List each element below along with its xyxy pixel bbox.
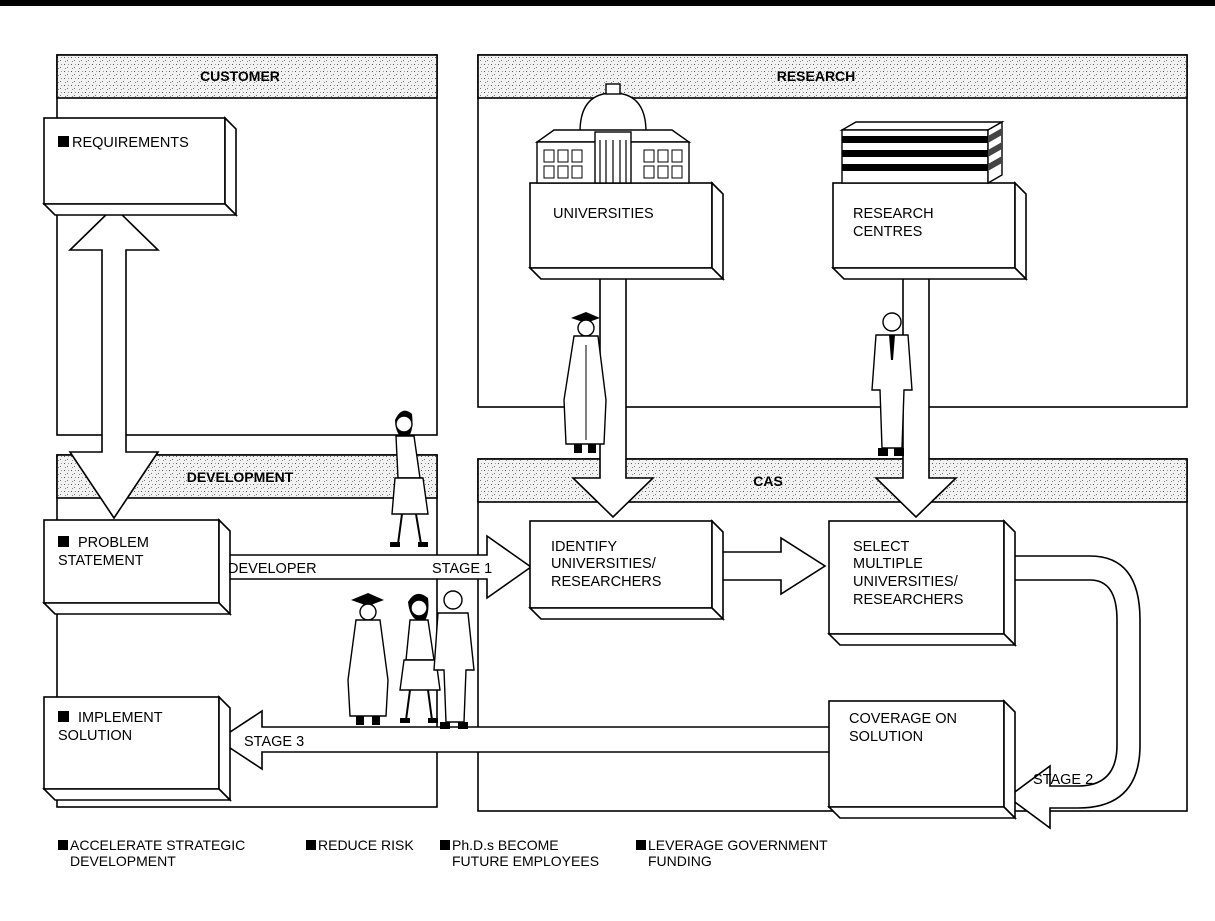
university-building-icon <box>537 84 689 183</box>
research-centres-label-line2: CENTRES <box>853 224 922 240</box>
woman-figure-icon <box>390 411 428 547</box>
benefit-reduce-risk: REDUCE RISK <box>306 837 414 853</box>
coverage-box: COVERAGE ON SOLUTION <box>829 701 1015 818</box>
implement-line1: IMPLEMENT <box>78 710 163 726</box>
accelerate-bullet-icon <box>58 840 68 850</box>
benefit-leverage-line2: FUNDING <box>648 853 712 869</box>
benefit-phds-line1: Ph.D.s BECOME <box>452 837 559 853</box>
stage-2-label: STAGE 2 <box>1033 772 1093 788</box>
implement-bullet-icon <box>58 711 69 722</box>
coverage-line2: SOLUTION <box>849 729 923 745</box>
development-panel-title: DEVELOPMENT <box>187 469 294 485</box>
problem-statement-line2: STATEMENT <box>58 553 144 569</box>
benefit-leverage-line1: LEVERAGE GOVERNMENT <box>648 837 828 853</box>
phds-bullet-icon <box>440 840 450 850</box>
universities-box: UNIVERSITIES <box>530 183 723 279</box>
problem-statement-line1: PROBLEM <box>78 535 149 551</box>
research-centres-box: RESEARCH CENTRES <box>833 183 1026 279</box>
benefit-reduce-risk-line1: REDUCE RISK <box>318 837 414 853</box>
customer-panel-title: CUSTOMER <box>200 68 280 84</box>
select-line3: UNIVERSITIES/ <box>853 574 959 590</box>
benefit-phds-line2: FUTURE EMPLOYEES <box>452 853 599 869</box>
research-centres-label-line1: RESEARCH <box>853 206 934 222</box>
benefit-phds: Ph.D.s BECOME FUTURE EMPLOYEES <box>440 837 599 869</box>
select-line2: MULTIPLE <box>853 556 923 572</box>
benefit-accelerate-line2: DEVELOPMENT <box>70 853 176 869</box>
stage-3-arrow <box>218 711 830 769</box>
research-panel-title: RESEARCH <box>777 68 856 84</box>
identify-line3: RESEARCHERS <box>551 574 661 590</box>
developer-arrow-label: DEVELOPER <box>228 561 317 577</box>
implement-box: IMPLEMENT SOLUTION <box>44 697 230 800</box>
select-box: SELECT MULTIPLE UNIVERSITIES/ RESEARCHER… <box>829 521 1015 645</box>
benefit-leverage: LEVERAGE GOVERNMENT FUNDING <box>636 837 828 869</box>
identify-line2: UNIVERSITIES/ <box>551 556 657 572</box>
stage-1-label: STAGE 1 <box>432 561 492 577</box>
identify-line1: IDENTIFY <box>551 539 617 555</box>
reduce-risk-bullet-icon <box>306 840 316 850</box>
stage-3-label: STAGE 3 <box>244 734 304 750</box>
identify-to-select-arrow <box>712 538 825 594</box>
research-centre-building-icon <box>842 122 1002 183</box>
leverage-bullet-icon <box>636 840 646 850</box>
select-line4: RESEARCHERS <box>853 592 963 608</box>
problem-statement-box: PROBLEM STATEMENT <box>44 520 230 614</box>
select-line1: SELECT <box>853 539 910 555</box>
implement-line2: SOLUTION <box>58 728 132 744</box>
problem-statement-bullet-icon <box>58 536 69 547</box>
universities-label: UNIVERSITIES <box>553 206 654 222</box>
requirements-box: REQUIREMENTS <box>44 118 236 215</box>
benefit-accelerate: ACCELERATE STRATEGIC DEVELOPMENT <box>58 837 245 869</box>
benefit-accelerate-line1: ACCELERATE STRATEGIC <box>70 837 245 853</box>
top-border <box>0 0 1215 6</box>
cas-panel-title: CAS <box>753 473 783 489</box>
requirements-label: REQUIREMENTS <box>72 135 189 151</box>
group-figures-icon <box>348 591 474 729</box>
requirements-bullet-icon <box>58 136 69 147</box>
requirements-problem-double-arrow <box>70 207 158 518</box>
identify-box: IDENTIFY UNIVERSITIES/ RESEARCHERS <box>530 521 723 619</box>
coverage-line1: COVERAGE ON <box>849 711 957 727</box>
